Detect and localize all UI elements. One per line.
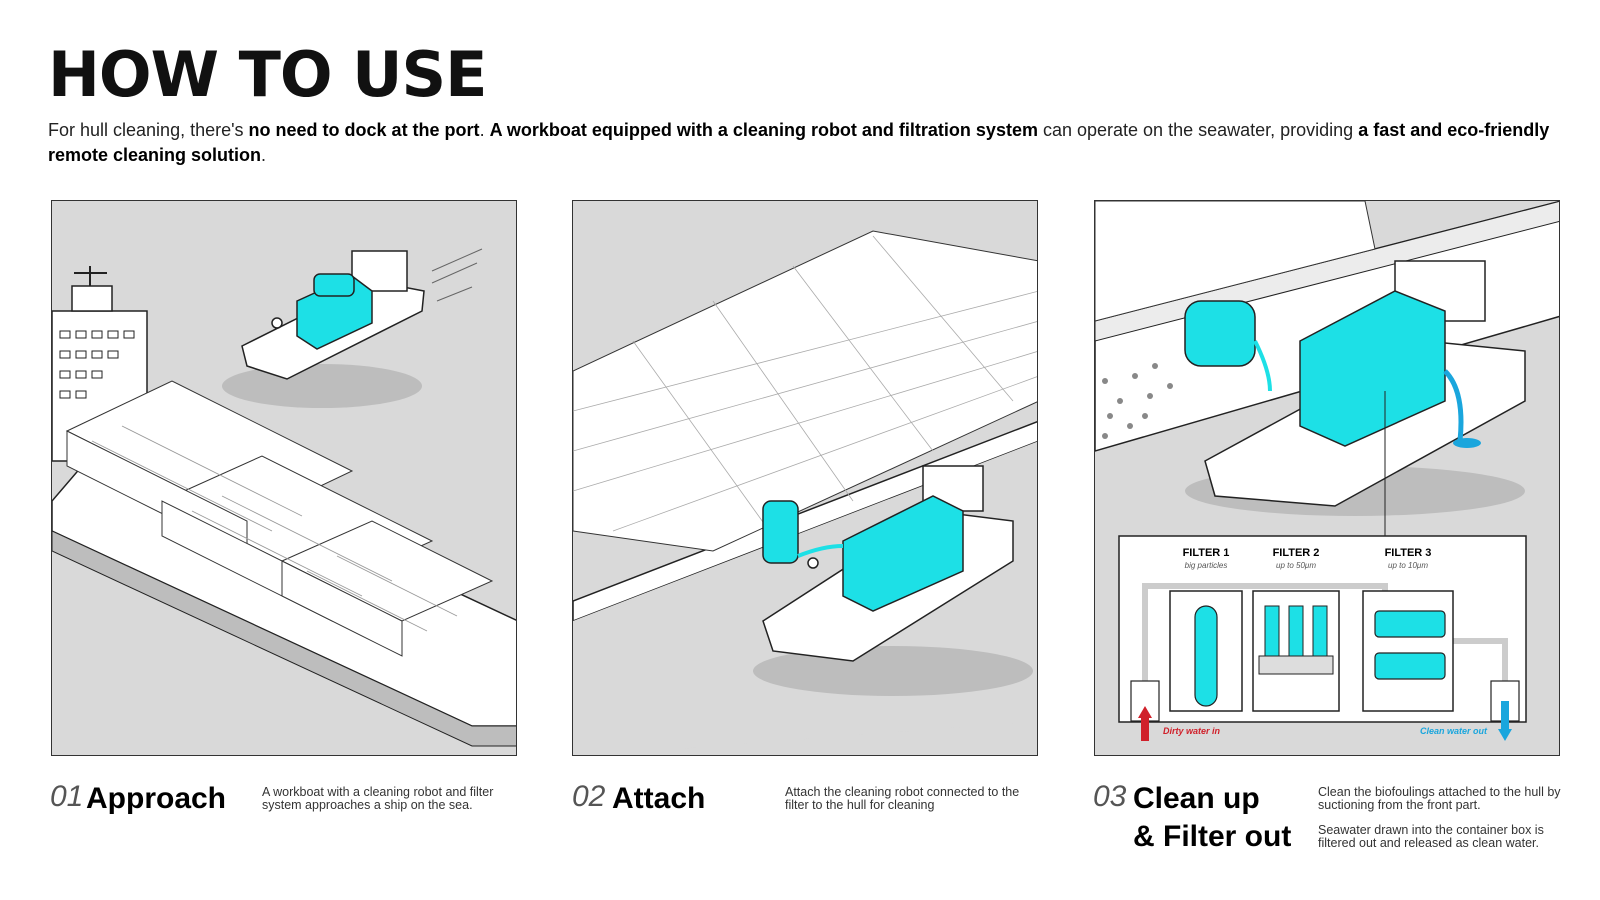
workboat-cabin <box>351 250 408 292</box>
filter-box <box>1299 290 1446 447</box>
dirty-water-arrow <box>1138 706 1152 718</box>
filter-1-title: FILTER 1 <box>1183 547 1230 559</box>
step-3-description-2: Seawater drawn into the container box is… <box>1318 823 1544 850</box>
cargo-ship-shadow <box>52 530 516 747</box>
panel-attach <box>572 200 1038 756</box>
cleaning-robot <box>313 273 355 297</box>
container-stacks <box>573 230 1037 552</box>
intro-paragraph: For hull cleaning, there's no need to do… <box>48 118 1558 168</box>
step-3-description: Clean the biofoulings attached to the hu… <box>1318 785 1561 812</box>
step-1-description: A workboat with a cleaning robot and fil… <box>262 785 494 812</box>
filter-2-title: FILTER 2 <box>1273 547 1320 559</box>
intro-segment: can operate on the seawater, providing <box>1037 120 1359 140</box>
hose <box>797 544 844 558</box>
step-1-name: Approach <box>86 782 227 815</box>
crane <box>807 557 819 569</box>
intro-segment: . <box>261 145 267 165</box>
workboat-shadow <box>222 364 422 408</box>
step-2-description: Attach the cleaning robot connected to t… <box>785 785 1020 812</box>
approach-illustration <box>52 248 516 747</box>
panel-approach <box>51 200 517 756</box>
filter-3-frame <box>1362 590 1454 712</box>
clean-water-splash <box>1453 438 1481 448</box>
intro-segment: . <box>479 120 490 140</box>
step-3-name-line2: & Filter out <box>1133 820 1292 853</box>
step-1-number: 01 <box>50 780 84 813</box>
workboat-shadow <box>753 646 1033 696</box>
clean-water-label: Clean water out <box>1420 726 1488 736</box>
container-stacks <box>1095 201 1376 322</box>
cleaning-robot <box>1184 300 1256 367</box>
container-stacks <box>65 380 494 657</box>
filter-1-sub: big particles <box>1185 561 1228 570</box>
step-2-name: Attach <box>612 782 706 815</box>
dirty-water-label: Dirty water in <box>1163 726 1221 736</box>
ship-deck-edge <box>573 420 1037 622</box>
step-3-name-line1: Clean up <box>1133 782 1260 815</box>
filter-1-cartridge <box>1194 605 1218 707</box>
mast-base <box>71 285 113 312</box>
attach-illustration <box>573 230 1037 755</box>
step-3-number: 03 <box>1093 780 1127 813</box>
panel-clean-filter: FILTER 1 big particles FILTER 2 up to 50… <box>1094 200 1560 756</box>
filter-box <box>842 495 964 612</box>
step-2-number: 02 <box>572 780 606 813</box>
page-title: HOW TO USE <box>48 38 488 111</box>
cleaning-robot <box>762 500 799 564</box>
motion-lines <box>431 248 483 302</box>
biofouling-dots <box>1102 363 1173 439</box>
filter-3-title: FILTER 3 <box>1385 547 1432 559</box>
clean-filter-illustration: FILTER 1 big particles FILTER 2 up to 50… <box>1095 201 1559 741</box>
intro-segment: a fast and eco-friendly remote cleaning … <box>48 120 1550 165</box>
clean-water-arrow <box>1498 729 1512 741</box>
intro-segment: no need to dock at the port <box>248 120 480 140</box>
crane <box>271 317 283 329</box>
hose <box>1253 340 1272 392</box>
outlet-hose <box>1443 369 1464 442</box>
intro-segment: For hull cleaning, there's <box>48 120 249 140</box>
filter-3-sub: up to 10μm <box>1388 561 1428 570</box>
intro-segment: A workboat equipped with a cleaning robo… <box>489 120 1038 140</box>
filter-2-sub: up to 50μm <box>1276 561 1316 570</box>
